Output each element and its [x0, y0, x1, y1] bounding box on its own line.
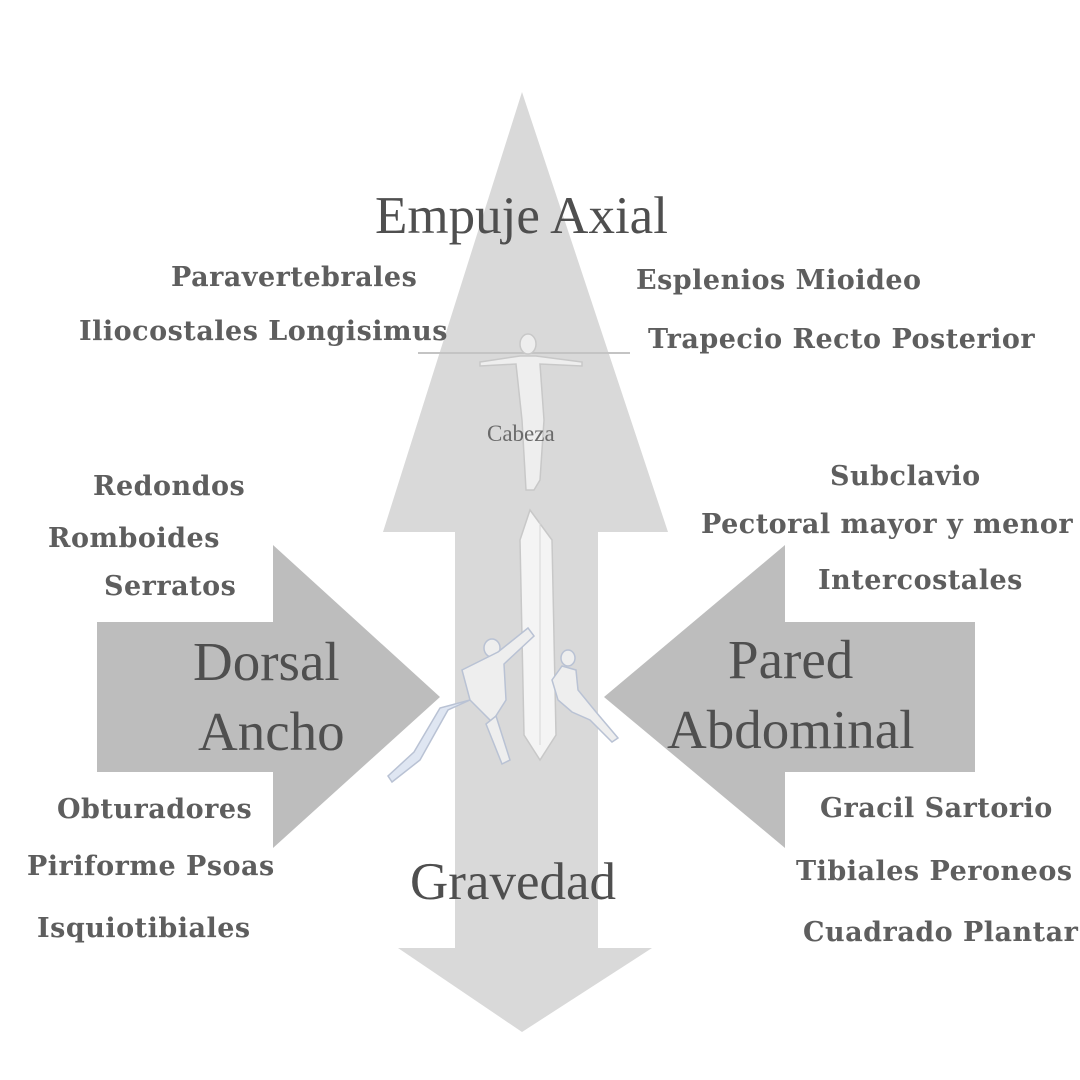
- muscle-label: Romboides: [48, 523, 220, 554]
- muscle-label: Iliocostales Longisimus: [79, 316, 448, 347]
- muscle-label: Paravertebrales: [171, 262, 418, 293]
- muscle-label: Piriforme Psoas: [27, 851, 275, 882]
- right-arrow: [604, 545, 975, 848]
- heading-dorsal: Dorsal: [193, 631, 340, 692]
- heading-empuje-axial: Empuje Axial: [375, 187, 668, 245]
- muscle-label: Serratos: [104, 571, 237, 602]
- muscle-label: Tibiales Peroneos: [796, 856, 1073, 887]
- figure-holding-bar: [479, 333, 583, 491]
- heading-gravedad: Gravedad: [410, 853, 616, 911]
- muscle-label: Isquiotibiales: [37, 913, 251, 944]
- left-arrow: [97, 545, 440, 848]
- muscle-label: Trapecio Recto Posterior: [648, 324, 1036, 355]
- pillar: [519, 508, 557, 762]
- muscle-label: Pectoral mayor y menor: [701, 509, 1074, 540]
- muscle-label: Gracil Sartorio: [820, 793, 1053, 824]
- left-pushing-figure: [387, 626, 536, 784]
- down-arrow: [398, 948, 652, 1032]
- muscle-label: Obturadores: [57, 794, 253, 825]
- label-cabeza: Cabeza: [487, 421, 555, 446]
- heading-pared: Pared: [728, 629, 854, 690]
- up-arrow: [383, 92, 668, 948]
- right-pushing-figure: [551, 649, 620, 743]
- muscle-label: Intercostales: [818, 565, 1023, 596]
- heading-abdominal: Abdominal: [667, 699, 915, 760]
- muscle-label: Cuadrado Plantar: [803, 917, 1079, 948]
- muscle-label: Redondos: [93, 471, 246, 502]
- heading-ancho: Ancho: [198, 701, 345, 762]
- muscle-label: Esplenios Mioideo: [636, 265, 922, 296]
- ghost-text: [440, 82, 451, 133]
- muscle-label: Subclavio: [830, 461, 981, 492]
